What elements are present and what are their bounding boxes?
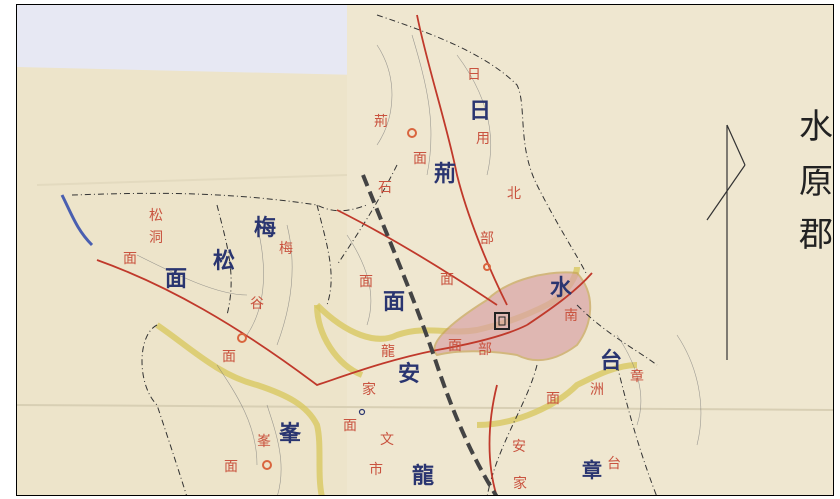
- yellow-border-west: [155, 322, 325, 495]
- region-hyeong: 荊: [434, 161, 457, 187]
- label-myeon-il: 面: [413, 151, 427, 167]
- label-si: 市: [369, 462, 383, 478]
- title-char-3: 郡: [799, 215, 833, 255]
- label-myeon-bottom2: 面: [224, 459, 238, 475]
- label-gok: 谷: [250, 296, 264, 312]
- region-bong: 峯: [279, 421, 302, 447]
- blue-marker: [358, 408, 366, 416]
- label-mun: 文: [380, 432, 394, 448]
- label-buk: 北: [507, 186, 521, 202]
- yellow-border-south: [476, 362, 638, 428]
- region-su: 水: [550, 275, 573, 301]
- label-il-top: 日: [467, 67, 481, 83]
- north-arrow-icon: [706, 124, 746, 360]
- label-tae: 台: [607, 456, 621, 472]
- label-ryong: 龍: [381, 344, 395, 360]
- region-myeon-center: 面: [383, 289, 406, 315]
- map-frame: 水 原 郡 日 荊 梅 松 面 面 安 台 峯 龍 水 日 荊 用 面 石 北 …: [16, 4, 834, 496]
- region-mae: 梅: [254, 215, 277, 241]
- railway: [361, 174, 499, 495]
- map-canvas: [17, 5, 833, 495]
- admin-borders: [71, 14, 658, 495]
- label-nam-right: 南: [564, 308, 578, 324]
- label-jang-right: 章: [630, 369, 644, 385]
- label-an-red: 安: [512, 439, 526, 455]
- title-char-1: 水: [799, 107, 833, 147]
- region-chang: 章: [582, 458, 602, 482]
- label-ju: 洲: [590, 382, 604, 398]
- region-ryong: 龍: [412, 463, 435, 489]
- region-il: 日: [469, 98, 492, 124]
- contour-lines: [136, 34, 702, 495]
- label-gahng: 家: [362, 382, 376, 398]
- label-bu: 部: [480, 231, 494, 247]
- label-myeon-bottom: 面: [343, 418, 357, 434]
- region-dae: 台: [600, 348, 623, 374]
- label-yong: 用: [476, 131, 490, 147]
- region-an: 安: [398, 361, 421, 387]
- village-markers: [237, 128, 491, 470]
- label-myeon-right: 面: [546, 391, 560, 407]
- label-myeon-center: 面: [440, 272, 454, 288]
- paper-sheet-right: [347, 5, 833, 495]
- label-bong-red: 峯: [257, 434, 271, 450]
- paper-fold-2: [36, 174, 348, 186]
- label-seok: 石: [378, 180, 392, 196]
- label-song-dong-myeon: 面: [123, 251, 137, 267]
- label-maesong-myeon: 面: [222, 349, 236, 365]
- region-song: 松: [213, 248, 236, 274]
- river: [60, 194, 94, 247]
- label-ansong-myeon: 面: [359, 274, 373, 290]
- label-gahng2: 家: [513, 476, 527, 492]
- paper-sheet-left: [17, 67, 359, 495]
- label-myeon-mid: 面: [448, 338, 462, 354]
- label-hyeong-left: 荊: [374, 114, 388, 130]
- region-myeon-west: 面: [165, 266, 188, 292]
- paper-fold: [17, 404, 833, 411]
- town-seal-icon: [494, 312, 510, 330]
- label-song-dong-dong: 洞: [149, 230, 163, 246]
- label-bu-mid: 部: [478, 342, 492, 358]
- label-maesong-mae: 梅: [279, 241, 293, 257]
- title-char-2: 原: [799, 162, 833, 202]
- label-song-dong-song: 松: [149, 208, 163, 224]
